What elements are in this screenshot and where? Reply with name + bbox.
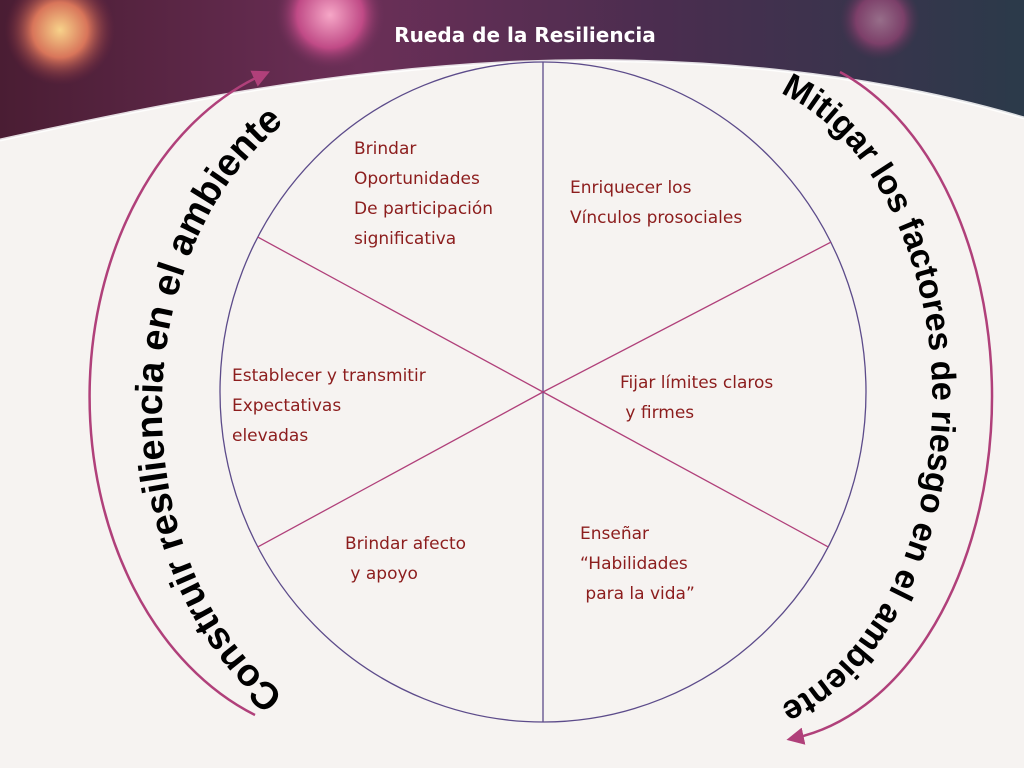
segment-label: Brindar afecto y apoyo xyxy=(345,534,466,584)
slide-title: Rueda de la Resiliencia xyxy=(394,23,656,47)
header-banner xyxy=(0,0,1024,142)
right-curved-arrow xyxy=(786,70,994,745)
wheel-spoke xyxy=(257,236,544,393)
flower-decoration xyxy=(275,0,385,70)
segment-label-line: Vínculos prosociales xyxy=(570,208,742,228)
segment-label: Enseñar “Habilidades para la vida” xyxy=(580,524,695,604)
flower-decoration xyxy=(840,0,920,60)
segment-label-line: Establecer y transmitir xyxy=(232,366,426,386)
segment-label-line: para la vida” xyxy=(580,584,695,604)
segment-label-line: significativa xyxy=(354,229,456,249)
wheel-spoke xyxy=(257,391,544,548)
segment-label-line: Brindar afecto xyxy=(345,534,466,554)
wheel-spokes xyxy=(257,62,832,722)
left-curved-arrow xyxy=(88,70,270,717)
wheel-spoke xyxy=(542,391,829,548)
flower-decoration xyxy=(5,0,115,85)
segment-label-line: Expectativas xyxy=(232,396,341,416)
segment-label: Fijar límites claros y firmes xyxy=(620,373,773,423)
segment-label-line: Enriquecer los xyxy=(570,178,692,198)
wheel xyxy=(219,61,867,723)
segment-label-line: Enseñar xyxy=(580,524,649,544)
segment-label-line: De participación xyxy=(354,199,493,219)
segment-label-line: Oportunidades xyxy=(354,169,480,189)
segment-label-line: y apoyo xyxy=(345,564,418,584)
segment-label-line: “Habilidades xyxy=(580,554,688,574)
wheel-spoke xyxy=(542,241,832,393)
segment-label-line: y firmes xyxy=(620,403,694,423)
segment-label-line: elevadas xyxy=(232,426,308,446)
segment-label-line: Fijar límites claros xyxy=(620,373,773,393)
segment-label-line: Brindar xyxy=(354,139,416,159)
